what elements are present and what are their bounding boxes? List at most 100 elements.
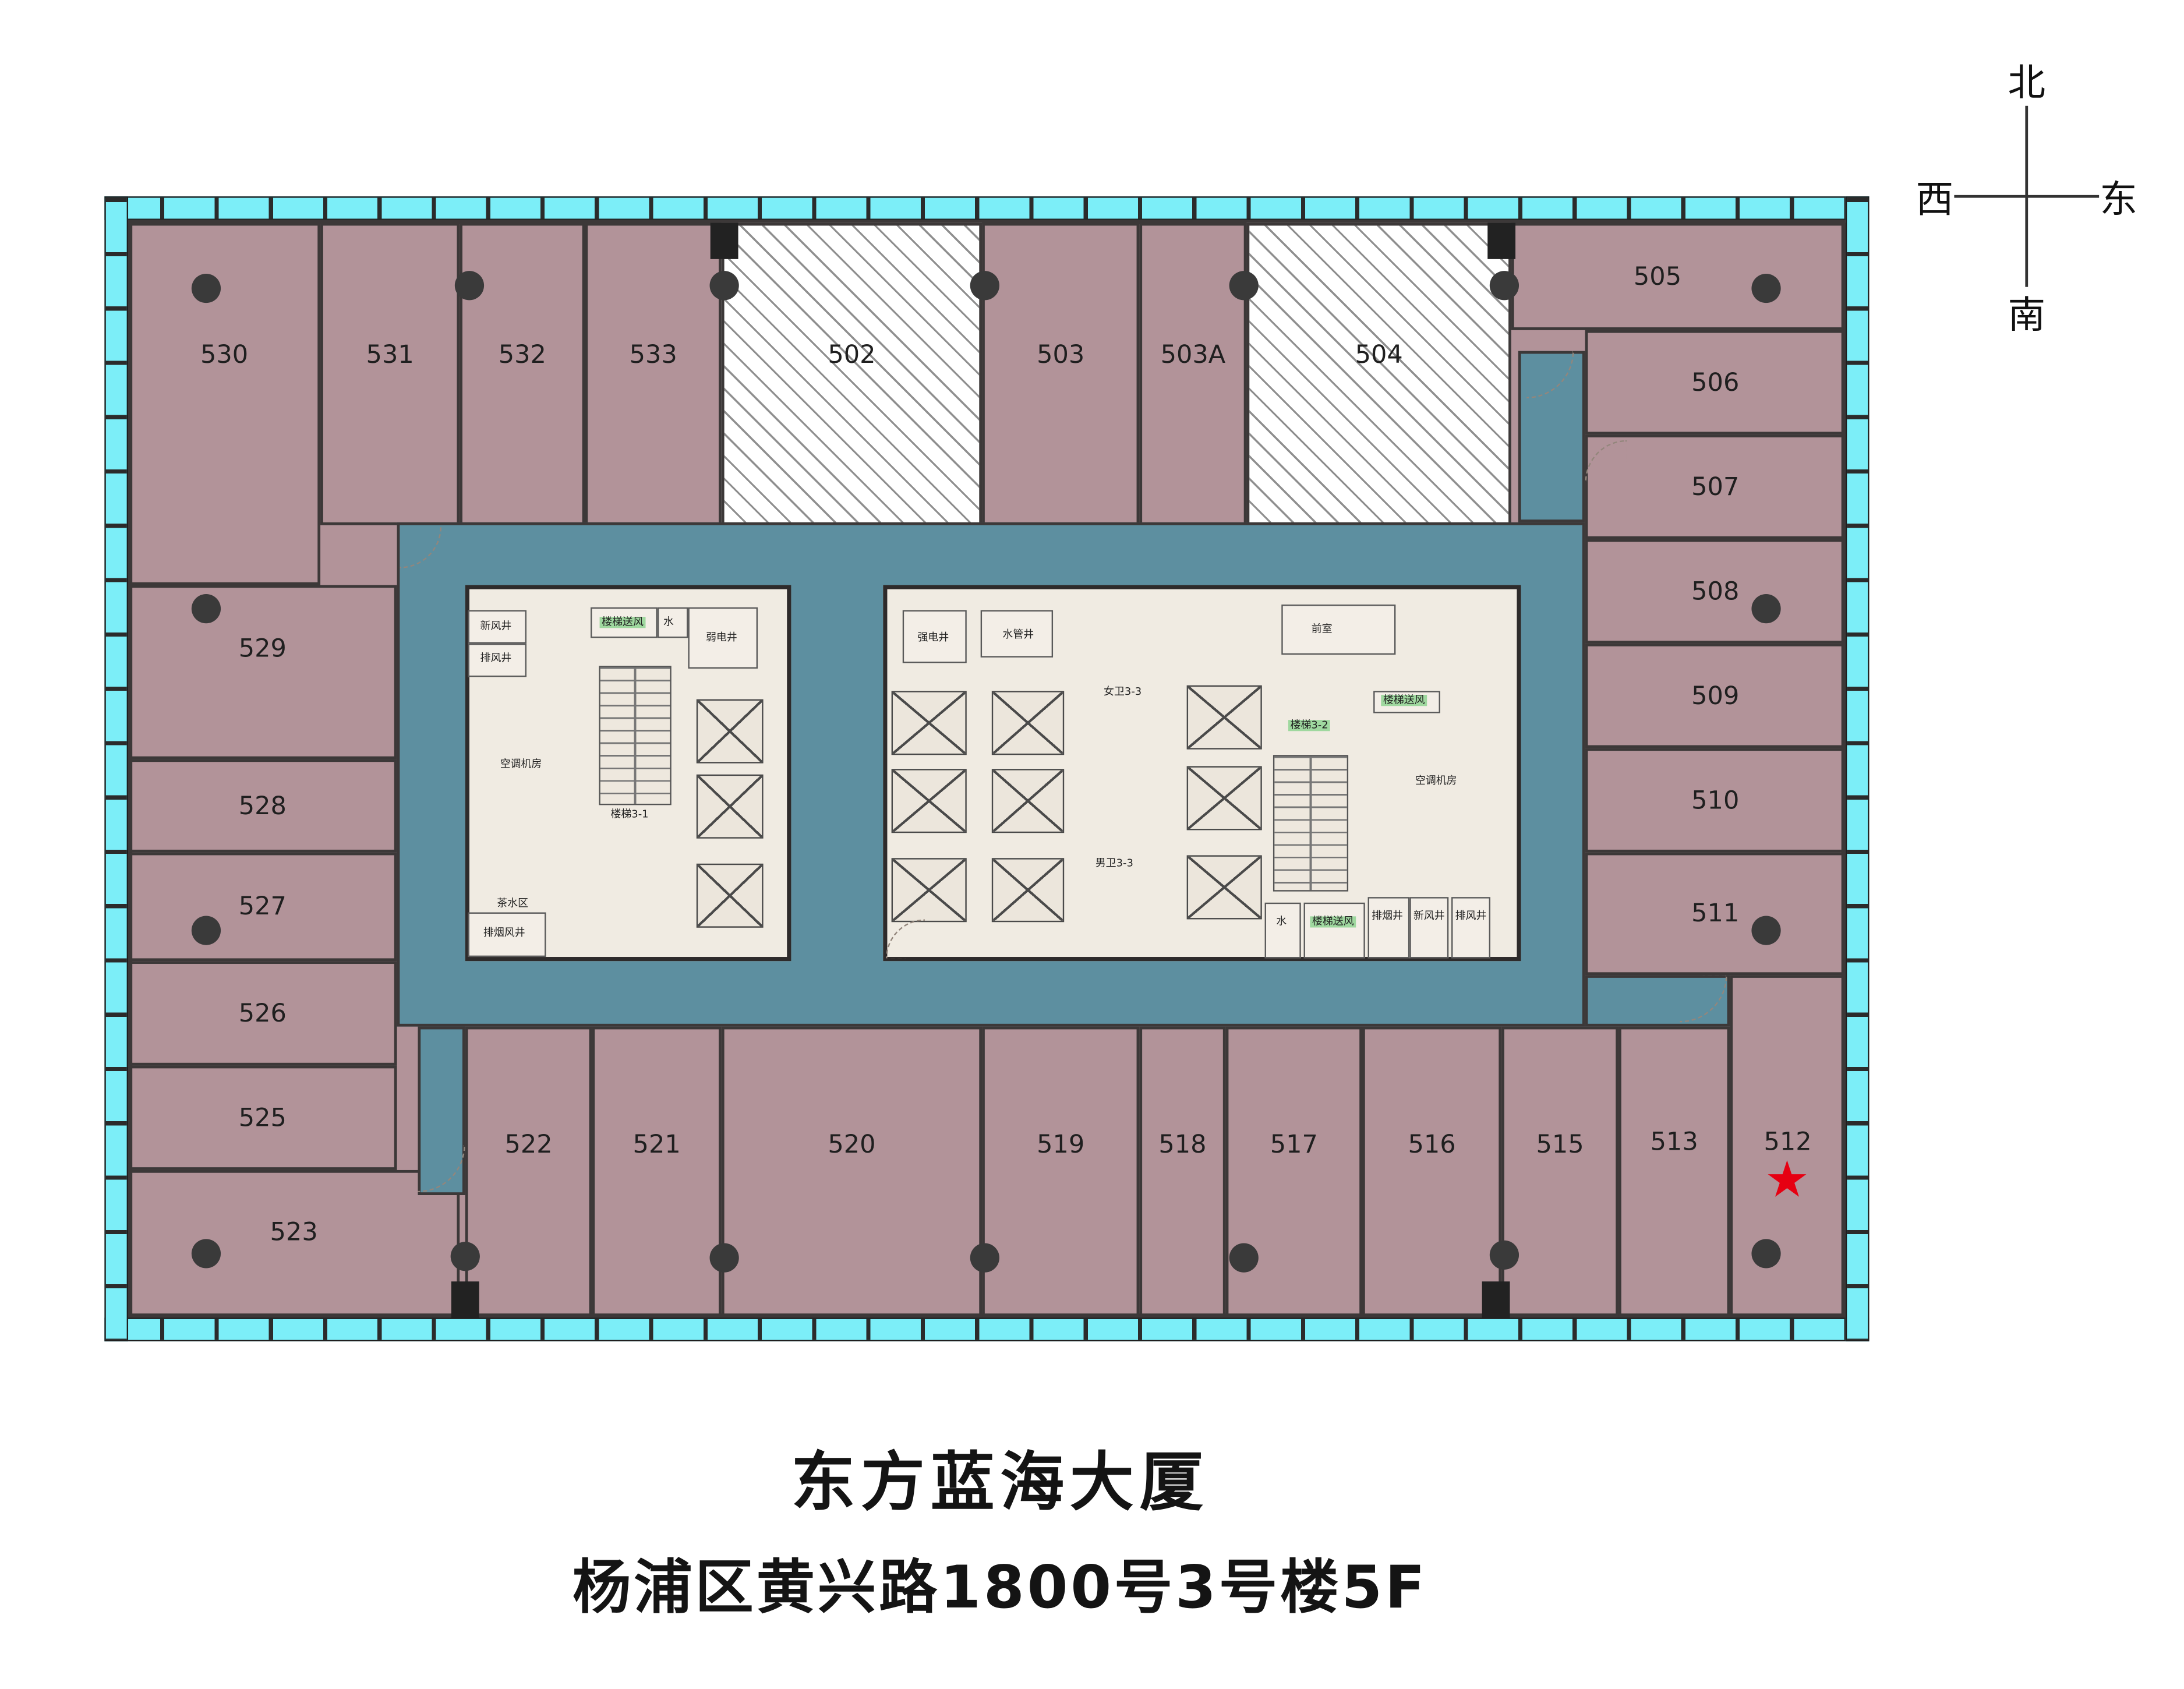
- room-532: [460, 222, 585, 525]
- shaft-room-4: [688, 607, 758, 669]
- caption: 东方蓝海大厦 杨浦区黄兴路1800号3号楼5F: [0, 1432, 2000, 1626]
- elevator-shaft-2: [696, 863, 764, 928]
- room-512: [1730, 975, 1846, 1318]
- room-502: [721, 222, 983, 525]
- room-number-504: 504: [1355, 340, 1403, 370]
- shaft-room-3: [657, 607, 688, 638]
- room-503: [982, 222, 1140, 525]
- elevator-shaft-9: [1186, 685, 1262, 750]
- structural-column-7: [191, 594, 221, 624]
- room-503A: [1139, 222, 1247, 525]
- curtain-wall-right: [1845, 196, 1870, 1342]
- core-room-label-19: 排烟井: [1372, 909, 1403, 922]
- shaft-room-10: [1264, 902, 1301, 959]
- curtain-wall-left: [104, 196, 129, 1342]
- shaft-room-5: [468, 912, 546, 957]
- room-number-503A: 503A: [1160, 340, 1226, 370]
- room-number-527: 527: [238, 892, 287, 922]
- room-528: [128, 759, 397, 853]
- structural-column-6: [1751, 273, 1781, 303]
- elevator-shaft-6: [991, 691, 1065, 755]
- room-number-510: 510: [1691, 785, 1740, 815]
- elevator-shaft-8: [991, 858, 1065, 923]
- riser-shaft-0: [710, 222, 738, 259]
- shaft-room-11: [1303, 902, 1365, 959]
- elevator-shaft-5: [891, 858, 967, 923]
- elevator-shaft-1: [696, 774, 764, 839]
- room-number-525: 525: [238, 1103, 287, 1133]
- structural-column-14: [1489, 1240, 1519, 1270]
- stairwell-1: [1273, 755, 1349, 892]
- room-515: [1501, 1026, 1619, 1318]
- core-room-label-21: 排风井: [1455, 909, 1487, 922]
- room-number-518: 518: [1158, 1130, 1207, 1160]
- room-513: [1618, 1026, 1730, 1318]
- room-number-523: 523: [270, 1218, 318, 1248]
- core-room-label-12: 男卫3-3: [1095, 856, 1133, 870]
- room-number-530: 530: [200, 340, 249, 370]
- room-number-512: 512: [1764, 1128, 1812, 1157]
- structural-column-16: [1751, 594, 1781, 624]
- core-room-label-2: 楼梯送风: [599, 616, 646, 628]
- room-506: [1585, 330, 1846, 435]
- room-522: [465, 1026, 592, 1318]
- room-number-508: 508: [1691, 577, 1740, 606]
- core-room-label-9: 强电井: [917, 631, 949, 644]
- structural-column-4: [1229, 271, 1259, 301]
- room-number-529: 529: [238, 634, 287, 664]
- compass-north-label: 北: [2008, 62, 2046, 105]
- room-531: [320, 222, 460, 525]
- compass-west-label: 西: [1916, 179, 1954, 222]
- stairwell-0: [599, 666, 672, 805]
- shaft-room-7: [980, 610, 1054, 658]
- compass-east-label: 东: [2100, 179, 2137, 222]
- riser-shaft-1: [1487, 222, 1516, 259]
- room-number-503: 503: [1037, 340, 1085, 370]
- core-room-label-5: 空调机房: [500, 757, 542, 771]
- room-number-526: 526: [238, 998, 287, 1029]
- room-511: [1585, 852, 1846, 976]
- room-number-502: 502: [828, 340, 876, 370]
- structural-column-9: [191, 1239, 221, 1268]
- shaft-room-1: [468, 643, 527, 677]
- room-520: [721, 1026, 983, 1318]
- room-number-505: 505: [1633, 262, 1682, 291]
- room-507: [1585, 434, 1846, 539]
- room-530: [128, 222, 321, 585]
- shaft-room-12: [1367, 897, 1410, 959]
- core-room-label-4: 弱电井: [705, 631, 737, 644]
- core-room-label-6: 楼梯3-1: [610, 807, 649, 821]
- core-room-label-16: 空调机房: [1415, 774, 1457, 787]
- core-room-label-1: 排风井: [480, 651, 512, 665]
- elevator-shaft-4: [891, 769, 967, 833]
- room-number-533: 533: [629, 340, 677, 370]
- curtain-wall-bottom: [104, 1317, 1870, 1342]
- elevator-shaft-7: [991, 769, 1065, 833]
- room-529: [128, 585, 397, 759]
- room-517: [1225, 1026, 1362, 1318]
- shaft-room-13: [1409, 897, 1449, 959]
- room-521: [592, 1026, 722, 1318]
- structural-column-10: [450, 1242, 480, 1271]
- highlight-star-icon: ★: [1764, 1151, 1810, 1209]
- structural-column-3: [970, 271, 999, 301]
- room-number-515: 515: [1536, 1130, 1584, 1160]
- core-room-label-14: 楼梯送风: [1381, 694, 1427, 706]
- room-number-516: 516: [1408, 1130, 1456, 1160]
- room-527: [128, 852, 397, 962]
- core-room-label-7: 茶水区: [497, 896, 529, 910]
- building-name: 东方蓝海大厦: [791, 1444, 1209, 1520]
- core-room-label-13: 前室: [1311, 622, 1333, 635]
- room-number-520: 520: [828, 1130, 876, 1160]
- elevator-shaft-11: [1186, 855, 1262, 920]
- room-number-506: 506: [1691, 368, 1740, 397]
- structural-column-8: [191, 916, 221, 945]
- compass-horizontal-line: [1954, 195, 2100, 198]
- core-room-label-15: 楼梯3-2: [1288, 719, 1331, 732]
- core-room-label-0: 新风井: [480, 619, 512, 633]
- core-room-label-17: 水: [1276, 914, 1287, 928]
- structural-column-15: [1751, 1239, 1781, 1268]
- structural-column-1: [454, 271, 485, 301]
